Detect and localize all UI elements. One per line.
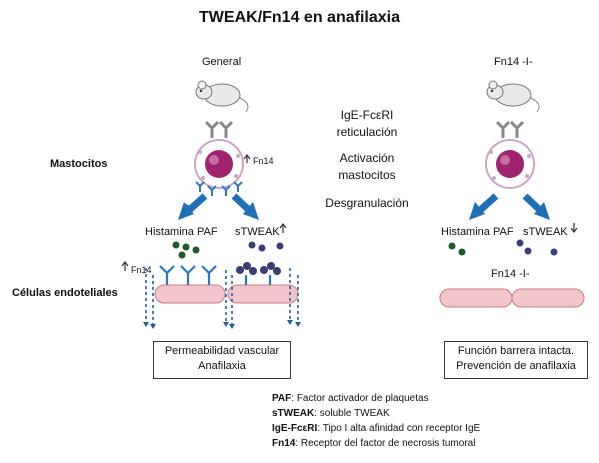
mouse-icon-general (195, 80, 249, 113)
release-arrows-general (178, 193, 259, 220)
outcome-knockout-line1: Función barrera intacta. (457, 345, 575, 357)
step1-line2: reticulación (336, 125, 398, 139)
heading-knockout: Fn14 -I- (494, 56, 533, 68)
stweak-granules-general (248, 241, 284, 252)
step-activacion: Activación mastocitos (302, 150, 432, 184)
endothelial-cells-general (121, 261, 301, 329)
outcome-knockout-line2: Prevención de anafilaxia (456, 360, 576, 372)
histamina-granules-knockout (448, 242, 466, 256)
release-arrows-knockout (469, 193, 550, 220)
stweak-granules-knockout (516, 239, 558, 256)
step-desgranulacion: Desgranulación (325, 196, 409, 210)
histamina-paf-label-general: Histamina PAF (145, 226, 218, 238)
row-label-mastocitos: Mastocitos (50, 158, 108, 170)
outcome-general-line2: Anafilaxia (198, 360, 246, 372)
step1-line1: IgE-FcεRI (340, 108, 394, 122)
stweak-label-general: sTWEAK (235, 226, 280, 238)
row-label-endoteliales: Células endoteliales (12, 287, 118, 299)
outcome-general-line1: Permeabilidad vascular (164, 345, 280, 357)
legend-item-stweak: sTWEAK: soluble TWEAK (272, 408, 390, 419)
stweak-up-arrow-icon (279, 223, 287, 233)
heading-general: General (202, 56, 242, 68)
fn14-knockout-label: Fn14 -I- (491, 268, 530, 280)
step2-line1: Activación (339, 151, 395, 165)
mast-cell-general (194, 120, 251, 196)
fn14-endothelial-label: Fn14 (131, 265, 152, 275)
legend-item-ige: IgE-FcεRI: Tipo I alta afinidad con rece… (272, 423, 481, 434)
step2-line2: mastocitos (338, 168, 396, 182)
legend-item-paf: PAF: Factor activador de plaquetas (272, 393, 429, 404)
stweak-label-knockout: sTWEAK (523, 226, 568, 238)
outcome-box-knockout: Función barrera intacta. Prevención de a… (444, 341, 588, 379)
histamina-paf-label-knockout: Histamina PAF (441, 226, 514, 238)
outcome-box-general: Permeabilidad vascular Anafilaxia (153, 341, 291, 379)
mast-cell-knockout (485, 120, 535, 189)
step-reticulacion: IgE-FcεRI reticulación (302, 107, 432, 141)
stweak-down-arrow-icon (570, 223, 578, 233)
legend-item-fn14: Fn14: Receptor del factor de necrosis tu… (272, 438, 476, 449)
legend: PAF: Factor activador de plaquetas sTWEA… (272, 391, 480, 451)
endothelial-cells-knockout (439, 288, 585, 308)
fn14-cell-label: Fn14 (253, 156, 274, 166)
diagram-title: TWEAK/Fn14 en anafilaxia (199, 9, 400, 26)
histamina-granules-general (172, 241, 200, 259)
mouse-icon-knockout (486, 80, 540, 113)
